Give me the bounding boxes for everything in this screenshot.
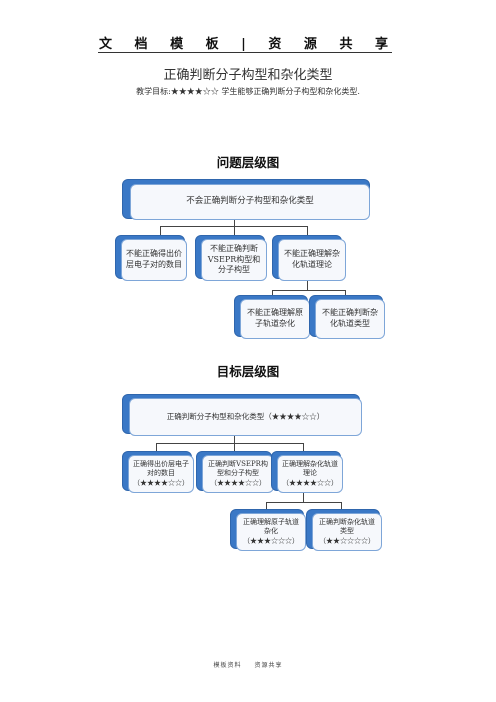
problem-root-node: 不会正确判断分子构型和杂化类型 <box>130 184 370 220</box>
target-connector-v2 <box>234 436 235 452</box>
problem-connector-v6 <box>345 290 346 296</box>
target-connector-v3 <box>303 443 304 452</box>
problem-connector-v2 <box>234 220 235 235</box>
target-root-node: 正确判断分子构型和杂化类型（★★★★☆☆） <box>129 398 362 436</box>
page-title: 正确判断分子构型和杂化类型 <box>163 68 333 83</box>
target-grandchild-2: 正确判断杂化轨道类型（★★☆☆☆☆） <box>312 513 382 551</box>
target-connector-v4 <box>303 493 304 502</box>
target-hierarchy-heading: 目标层级图 <box>216 364 280 379</box>
target-connector-v6 <box>341 502 342 509</box>
target-connector-h <box>156 443 303 444</box>
problem-connector-v1 <box>160 226 161 235</box>
problem-connector-h2 <box>272 290 345 291</box>
target-child-1: 正确得出价层电子对的数目（★★★★☆☆） <box>128 455 194 493</box>
footer-right-text: 资源共享 <box>254 662 283 669</box>
page-header: 文 档 模 板 | 资 源 共 享 <box>99 37 397 52</box>
footer-left-text: 模板资料 <box>213 662 242 669</box>
target-child-2: 正确判断VSEPR构型和分子构型（★★★★☆☆） <box>202 455 274 493</box>
problem-grandchild-1: 不能正确理解原子轨道杂化 <box>240 299 310 339</box>
problem-connector-v5 <box>272 290 273 296</box>
problem-hierarchy-heading: 问题层级图 <box>216 155 280 170</box>
target-connector-h2 <box>266 502 341 503</box>
problem-child-2: 不能正确判断VSEPR构型和分子构型 <box>201 239 267 281</box>
target-connector-v5 <box>266 502 267 509</box>
page-footer: 模板资料 资源共享 <box>0 660 496 669</box>
teaching-goal: 教学目标:★★★★☆☆ 学生能够正确判断分子构型和杂化类型. <box>136 87 360 96</box>
target-child-3: 正确理解杂化轨道理论（★★★★☆☆） <box>277 455 343 493</box>
target-connector-v1 <box>156 443 157 452</box>
problem-child-3: 不能正确理解杂化轨道理论 <box>278 239 346 281</box>
problem-connector-v3 <box>307 226 308 235</box>
header-divider <box>98 52 392 53</box>
problem-grandchild-2: 不能正确判断杂化轨道类型 <box>315 299 385 339</box>
target-grandchild-1: 正确理解原子轨道杂化（★★★☆☆☆） <box>236 513 306 551</box>
problem-connector-v4 <box>307 281 308 290</box>
problem-child-1: 不能正确得出价层电子对的数目 <box>121 239 187 281</box>
